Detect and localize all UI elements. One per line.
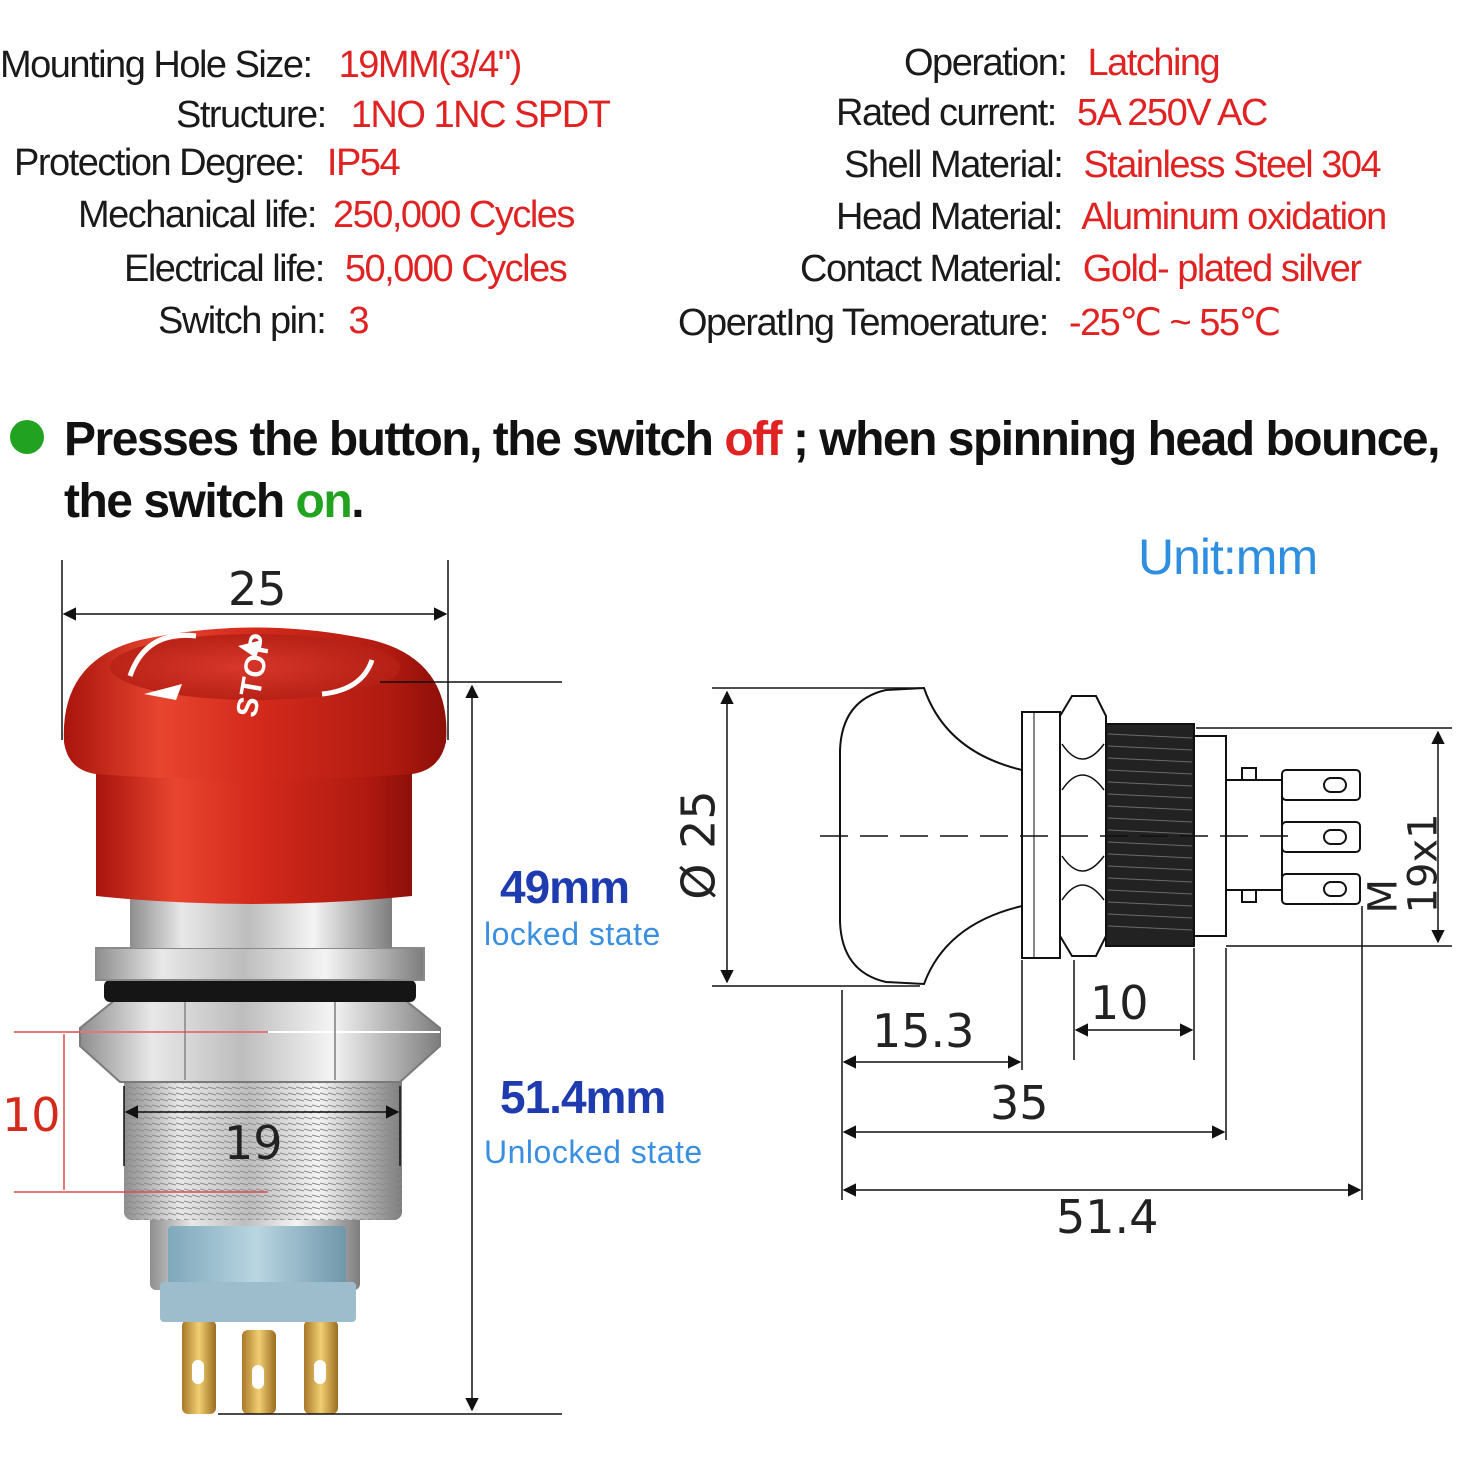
- side-drawing: [820, 686, 1361, 986]
- spec-value: IP54: [326, 142, 401, 184]
- o-ring: [104, 980, 416, 1002]
- spec-value: 1NO 1NC SPDT: [350, 94, 611, 136]
- drawing-dimension-lines: [712, 687, 1452, 1200]
- spec-value: -25℃ ~ 55℃: [1068, 302, 1281, 344]
- threaded-body: [124, 1060, 402, 1220]
- spec-contact-material: Contact Material: Gold- plated silver: [800, 248, 1362, 290]
- spec-electrical-life: Electrical life: 50,000 Cycles: [124, 248, 568, 290]
- spec-label: Switch pin:: [158, 300, 327, 342]
- operation-note-line-1: Presses the button, the switch off ; whe…: [64, 413, 1441, 466]
- spec-label: Head Material:: [836, 196, 1064, 238]
- spec-structure: Structure: 1NO 1NC SPDT: [176, 94, 611, 136]
- unlocked-state-label: Unlocked state: [484, 1134, 703, 1170]
- spec-head-material: Head Material: Aluminum oxidation: [836, 196, 1387, 238]
- note-text: ; when spinning head bounce,: [781, 413, 1441, 466]
- spec-label: Structure:: [176, 94, 327, 136]
- spec-label: Shell Material:: [844, 144, 1064, 186]
- dim-photo-thread: 19: [224, 1116, 283, 1170]
- spec-value: Stainless Steel 304: [1083, 144, 1381, 186]
- spec-label: Rated current:: [836, 92, 1057, 134]
- dim-diameter: Ø 25: [671, 790, 726, 900]
- locked-length: 49mm: [500, 861, 630, 913]
- unit-label: Unit:mm: [1138, 529, 1318, 585]
- spec-label: Contact Material:: [800, 248, 1063, 290]
- spec-mounting-hole: Mounting Hole Size: 19MM(3/4"): [0, 44, 523, 86]
- spec-mechanical-life: Mechanical life: 250,000 Cycles: [78, 194, 575, 236]
- spec-label: Electrical life:: [124, 248, 325, 290]
- spec-value: Aluminum oxidation: [1081, 196, 1387, 238]
- spec-value: 50,000 Cycles: [344, 248, 568, 290]
- photo-red-dimension: [14, 1031, 268, 1193]
- spec-label: Operation:: [904, 42, 1068, 84]
- locked-state-label: locked state: [484, 916, 661, 952]
- spec-label: Mechanical life:: [78, 194, 317, 236]
- photo-dimension-lines: [61, 560, 562, 1415]
- dim-15-3: 15.3: [872, 1004, 975, 1058]
- bullet-icon: [10, 420, 44, 454]
- switch-base: [150, 1200, 360, 1322]
- spec-operation: Operation: Latching: [904, 42, 1221, 84]
- note-text: Presses the button, the switch: [64, 413, 725, 466]
- operation-note-line-2: the switch on.: [64, 475, 365, 528]
- terminal-pins: [182, 1320, 338, 1414]
- spec-protection: Protection Degree: IP54: [14, 142, 401, 184]
- note-on: on: [295, 475, 353, 528]
- mushroom-head: [63, 627, 447, 904]
- spec-switch-pin: Switch pin: 3: [158, 300, 369, 342]
- dim-photo-thread-height: 10: [2, 1088, 61, 1142]
- spec-shell-material: Shell Material: Stainless Steel 304: [844, 144, 1382, 186]
- note-off: off: [724, 413, 782, 466]
- dim-35: 35: [990, 1076, 1049, 1130]
- spec-value: Latching: [1087, 42, 1221, 84]
- dim-10: 10: [1090, 976, 1149, 1030]
- note-text: .: [351, 475, 364, 528]
- dim-thread-spec: M 19x1: [1360, 813, 1447, 914]
- spec-label: OperatIng Temoerature:: [678, 302, 1049, 344]
- hex-nut: [79, 995, 441, 1083]
- spec-value: 5A 250V AC: [1076, 92, 1268, 134]
- spec-label: Mounting Hole Size:: [0, 44, 313, 86]
- spec-value: 3: [348, 300, 369, 342]
- spec-value: 19MM(3/4"): [338, 44, 523, 86]
- spec-operating-temperature: OperatIng Temoerature: -25℃ ~ 55℃: [678, 302, 1281, 344]
- dim-photo-width: 25: [228, 562, 287, 616]
- note-text: the switch: [64, 475, 296, 528]
- unlocked-length: 51.4mm: [500, 1071, 666, 1123]
- dim-51-4: 51.4: [1056, 1190, 1159, 1244]
- bezel: [95, 890, 425, 981]
- spec-value: 250,000 Cycles: [332, 194, 575, 236]
- spec-value: Gold- plated silver: [1082, 248, 1362, 290]
- spec-label: Protection Degree:: [14, 142, 305, 184]
- spec-rated-current: Rated current: 5A 250V AC: [836, 92, 1268, 134]
